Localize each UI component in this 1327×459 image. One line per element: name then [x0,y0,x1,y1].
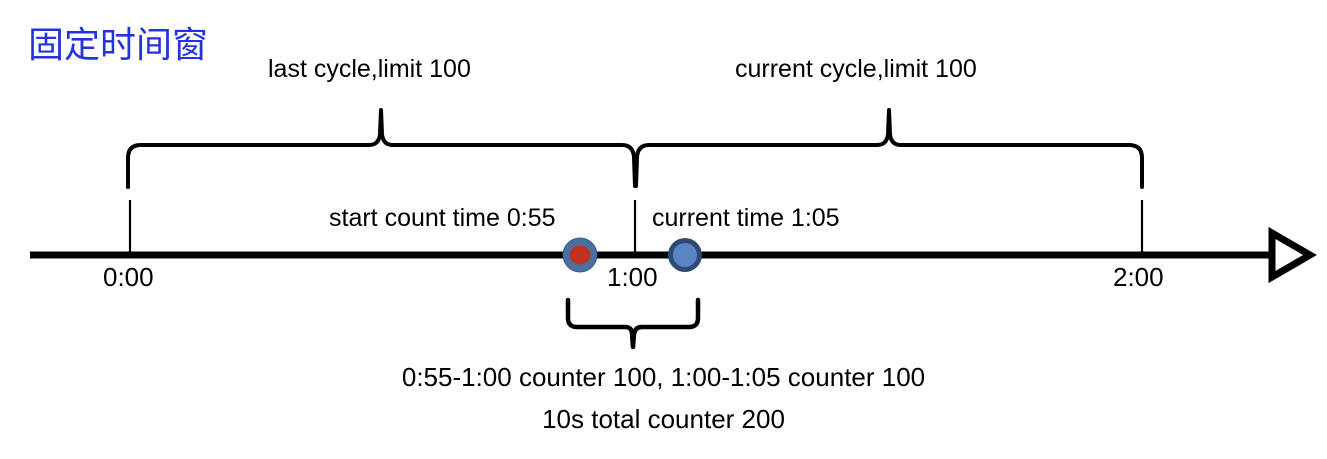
tick-label-1-00: 1:00 [607,262,658,292]
label-start-count-time: start count time 0:55 [329,204,556,232]
note-total-text: 10s total counter 200 [542,404,785,434]
current-time-marker [668,238,702,272]
note-total: 10s total counter 200 [0,404,1327,435]
brace-current-cycle [634,108,1144,189]
start-count-marker [562,237,598,273]
axis-arrow-icon [1268,226,1317,284]
tick-label-2-00: 2:00 [1113,262,1164,292]
brace-window [565,297,701,350]
brace-last-cycle [126,108,637,189]
tick-label-0-00: 0:00 [103,262,154,292]
label-current-time: current time 1:05 [652,204,840,232]
label-last-cycle: last cycle,limit 100 [268,55,471,83]
note-counters: 0:55-1:00 counter 100, 1:00-1:05 counter… [0,362,1327,393]
label-current-cycle: current cycle,limit 100 [735,55,977,83]
note-counters-text: 0:55-1:00 counter 100, 1:00-1:05 counter… [401,362,926,392]
page-title: 固定时间窗 [28,25,209,66]
